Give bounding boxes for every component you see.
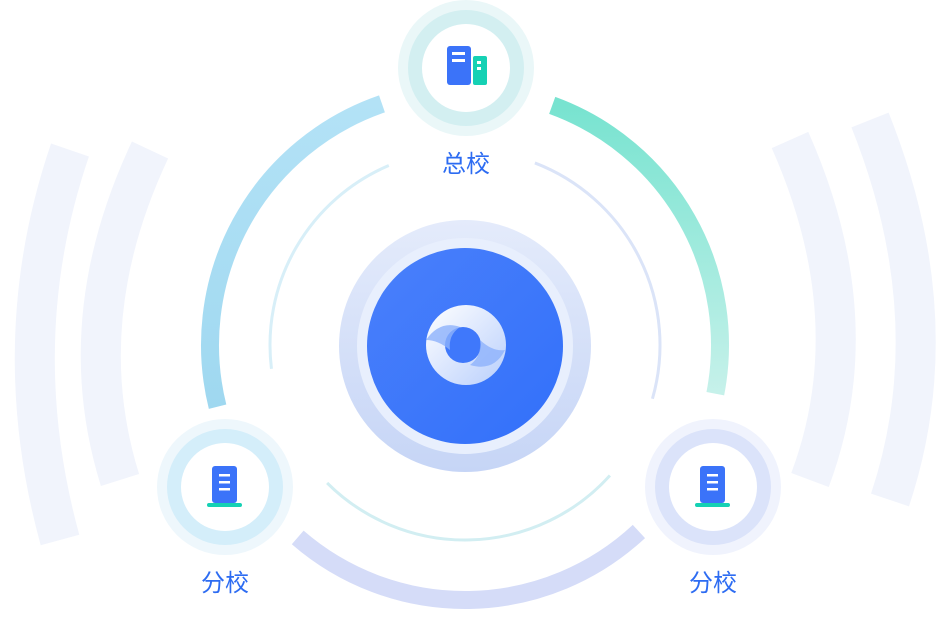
swirl-logo-icon bbox=[426, 305, 506, 385]
left-inner-arc bbox=[268, 164, 390, 369]
left-band-outer bbox=[14, 143, 89, 546]
branch-right-node[interactable] bbox=[645, 419, 781, 555]
branch-right-label: 分校 bbox=[689, 569, 737, 597]
right-connector-arc bbox=[549, 96, 729, 396]
bottom-inner-arc bbox=[326, 474, 612, 542]
building-icon bbox=[207, 466, 242, 507]
building-icon bbox=[695, 466, 730, 507]
buildings-icon bbox=[447, 46, 487, 85]
headquarters-node[interactable] bbox=[398, 0, 534, 136]
left-connector-arc bbox=[201, 95, 385, 409]
bottom-connector-arc bbox=[291, 524, 646, 609]
headquarters-label: 总校 bbox=[442, 150, 490, 178]
branch-left-node[interactable] bbox=[157, 419, 293, 555]
center-hub bbox=[339, 220, 591, 472]
right-band-outer bbox=[851, 112, 936, 507]
background-bands bbox=[14, 112, 936, 546]
right-inner-arc bbox=[534, 161, 662, 400]
branch-left-label: 分校 bbox=[201, 569, 249, 597]
left-band-inner bbox=[80, 141, 169, 486]
right-band-inner bbox=[771, 131, 856, 488]
